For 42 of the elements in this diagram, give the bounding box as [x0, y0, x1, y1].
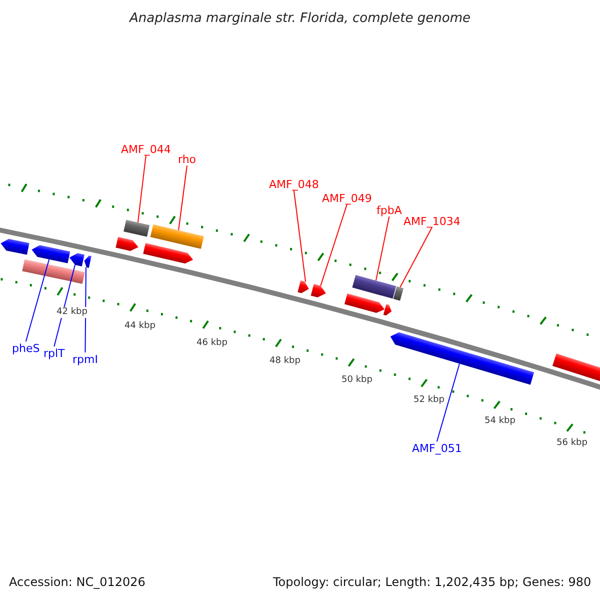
gene-label: AMF_048 [269, 178, 319, 190]
scale-label: 48 kbp [268, 356, 302, 366]
scale-label: 54 kbp [484, 416, 516, 426]
leader-line [320, 204, 348, 286]
leader-line [84, 266, 86, 353]
scale-label: 56 kbp [556, 438, 588, 448]
gene-feature [0, 238, 30, 255]
leader-line [400, 227, 432, 288]
leader-line [54, 264, 76, 347]
gene-feature [344, 294, 384, 313]
scale-label: 50 kbp [340, 374, 374, 386]
gene-label: AMF_049 [322, 192, 372, 204]
scale-label: 52 kbp [412, 394, 446, 406]
scale-label: 46 kbp [196, 338, 228, 348]
gene-block [393, 286, 404, 301]
gene-label: fpbA [376, 204, 402, 216]
gene-label: AMF_1034 [404, 216, 460, 226]
leader-line [178, 165, 188, 231]
gene-label: rplT [44, 348, 65, 358]
gene-label: rho [178, 154, 196, 164]
gene-feature [116, 236, 138, 251]
gene-block [74, 270, 85, 284]
scale-label: 42 kbp [56, 306, 88, 318]
gene-feature [298, 280, 309, 294]
leader-line [25, 258, 50, 342]
gene-label: AMF_044 [121, 144, 171, 154]
gene-block [124, 220, 150, 237]
leader-line [375, 216, 390, 282]
gene-label: rpmI [72, 354, 98, 364]
gene-feature [383, 304, 392, 316]
gene-label: pheS [12, 342, 40, 354]
gene-label: AMF_051 [412, 442, 462, 454]
leader-line [137, 155, 146, 223]
scale-label: 44 kbp [124, 320, 156, 332]
leader-line [436, 363, 460, 442]
accession-text: Accession: NC_012026 [9, 576, 146, 588]
gene-feature [143, 243, 194, 264]
gene-feature [310, 284, 326, 298]
genome-info-text: Topology: circular; Length: 1,202,435 bp; Genes: 980 [273, 576, 592, 588]
gene-feature [390, 332, 534, 385]
title: Anaplasma marginale str. Florida, complete genome [130, 12, 470, 24]
leader-line [293, 190, 306, 282]
